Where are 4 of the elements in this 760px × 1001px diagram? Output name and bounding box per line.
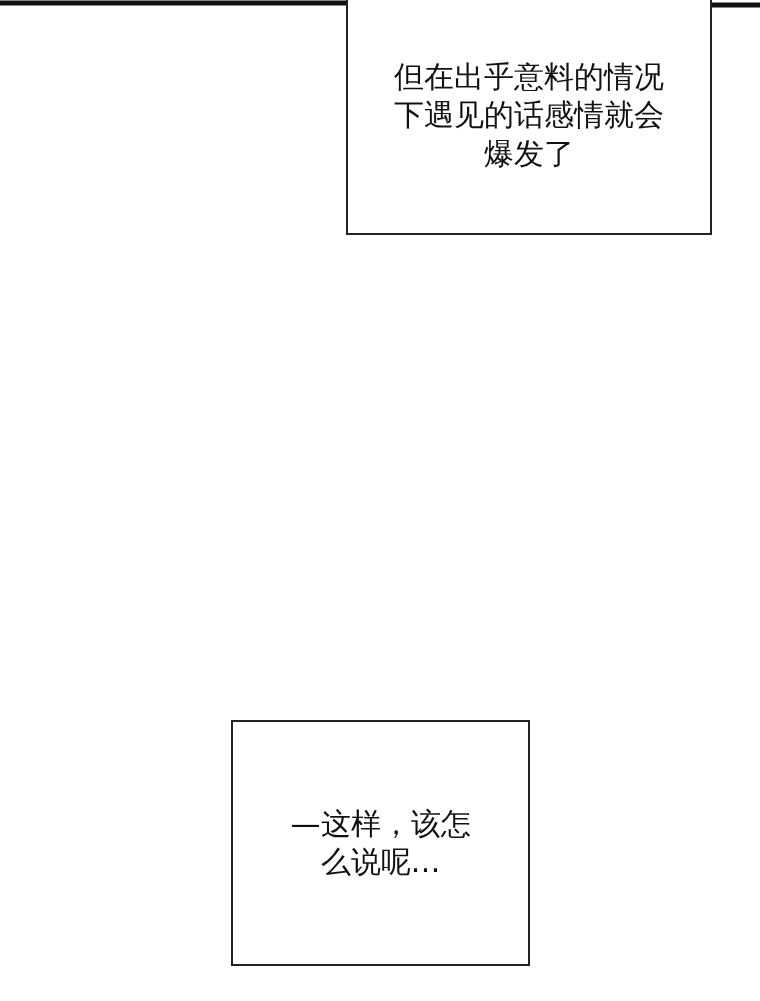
caption-box (346, 0, 712, 235)
caption-text: 但在出乎意料的情况下遇见的话感情就会爆发了 (394, 57, 664, 173)
caption-box (231, 720, 530, 966)
caption-text: —这样，该怎么说呢… (289, 804, 472, 881)
